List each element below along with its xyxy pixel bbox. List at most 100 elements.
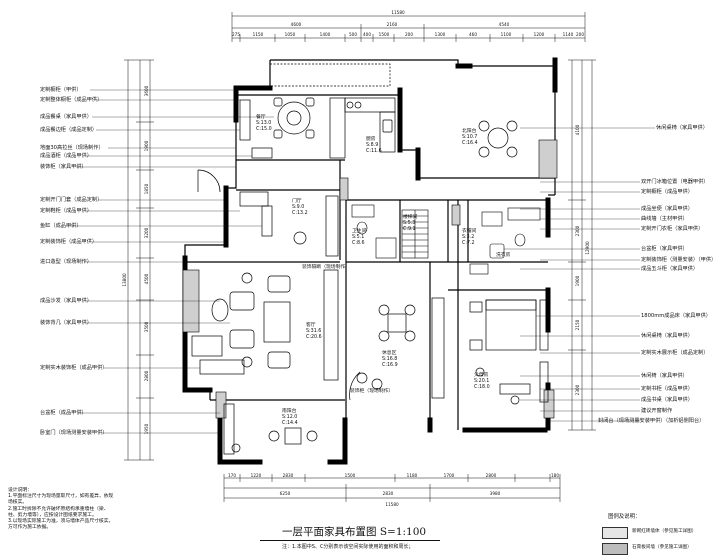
room-stair-perimeter: C:9.1	[403, 226, 416, 232]
right-leaders	[504, 127, 655, 422]
dim-bot-d4: 1500	[345, 473, 356, 478]
room-labels: 餐厅 S:13.0 C:15.0 厨房 S:8.9 C:11.6 北阳台 S:1…	[256, 113, 511, 426]
room-foyer-area: S:9.0	[292, 204, 304, 210]
dim-bot-d7: 2800	[486, 473, 497, 478]
legend-item-1: 新砌红砖墙体（参见施工详图）	[602, 526, 716, 539]
interior-walls	[184, 59, 556, 430]
room-leisure-area: S:16.8	[382, 356, 397, 362]
left-label-5: 地面30高拉丝（现场制作）	[40, 145, 104, 151]
right-label-10: 1800mm成品床（家具甲供）	[641, 313, 711, 319]
notes-item-1: 1.平面标注尺寸为现场量取尺寸，如有差异，依现场核实。	[8, 494, 114, 506]
room-north-balcony-perimeter: C:16.4	[462, 140, 478, 146]
legend-text-2: 石膏板间墙（参见施工详图）	[632, 545, 692, 550]
right-label-9: 成品五斗柜（家具甲供）	[641, 266, 699, 272]
south-balcony-furniture	[223, 403, 318, 455]
right-label-3: 定制橱柜（成品甲供）	[641, 189, 693, 195]
left-label-9: 定制鞋柜（成品甲供）	[40, 208, 92, 214]
dim-top-d11: 1100	[501, 32, 512, 37]
room-leisure-perimeter: C:16.9	[382, 362, 398, 368]
dim-left-total: 13800	[122, 273, 127, 287]
right-label-5: 曲线墙（主材甲供）	[641, 216, 688, 222]
dim-right-4: 2150	[575, 319, 580, 330]
left-label-16: 台盆柜（成品甲供）	[40, 410, 87, 416]
dim-top-d8: 200	[405, 32, 413, 37]
stairs	[401, 209, 429, 259]
dim-top-d9: 1300	[435, 32, 446, 37]
room-north-balcony-name: 北阳台	[462, 127, 477, 134]
room-kitchen-perimeter: C:11.6	[366, 148, 382, 154]
legend-swatch-2	[602, 543, 628, 555]
dim-bot-3: 3980	[490, 491, 501, 496]
title-underline	[260, 540, 440, 541]
right-dimension-lines	[568, 59, 596, 431]
dim-top-d14: 200	[576, 32, 584, 37]
room-leisure-name: 休息区	[382, 349, 397, 356]
dim-left-1: 3600	[144, 85, 149, 96]
left-label-8: 定制开门门套（成品定制）	[40, 197, 103, 203]
room-foyer-perimeter: C:13.2	[292, 210, 308, 216]
bottom-dimension-lines	[223, 474, 561, 502]
design-notes: 设计说明： 1.平面标注尺寸为现场量取尺寸，如有差异，依现场核实。 2.施工时拆…	[8, 488, 118, 531]
room-kitchen-area: S:8.9	[366, 142, 378, 148]
room-stair-name: 楼梯间	[403, 213, 418, 220]
left-label-13: 成品沙发（家具甲供）	[40, 298, 92, 304]
right-label-13: 休闲椅（家具甲供）	[641, 373, 688, 379]
right-label-11: 休闲桌椅（家具甲供）	[641, 333, 693, 339]
legend: 图例及说明： 新砌红砖墙体（参见施工详图） 石膏板间墙（参见施工详图）	[600, 512, 718, 556]
dim-top-d12: 1200	[534, 32, 545, 37]
room-dining-name: 餐厅	[256, 113, 266, 120]
room-living-area: S:31.6	[306, 328, 321, 334]
room-bath-name: 卫生间	[352, 227, 367, 234]
left-dimension-lines	[124, 59, 154, 461]
room-north-balcony-area: S:10.7	[462, 134, 477, 140]
right-label-4: 成品坐便（家具甲供）	[641, 206, 693, 212]
dim-left-4: 3200	[144, 227, 149, 238]
room-laundry-name: 洗衣房	[496, 251, 511, 258]
left-label-6: 成品酒柜（成品甲供）	[40, 153, 92, 159]
left-label-17: 卧室门（现场测量安装甲供）	[40, 430, 108, 436]
dim-right-total: 12900	[585, 241, 590, 255]
bathroom-fixtures	[351, 204, 541, 275]
left-leaders	[66, 89, 274, 434]
dim-bot-d3: 2830	[283, 473, 294, 478]
dim-bot-d6: 1700	[444, 473, 455, 478]
room-south-balcony-area: S:12.0	[282, 414, 297, 420]
room-bath-perimeter: C:8.6	[352, 240, 365, 246]
right-label-14: 定制书柜（成品甲供）	[641, 386, 693, 392]
drawing-title: 一层平面家具布置图 S=1:100	[282, 526, 427, 538]
left-label-10: 鱼缸（成品甲供）	[40, 223, 82, 229]
dim-right-5: 2300	[575, 384, 580, 395]
room-south-balcony-name: 南阳台	[282, 407, 297, 414]
dim-right-1: 4100	[575, 124, 580, 135]
dim-right-3: 1900	[575, 275, 580, 286]
left-label-1: 定制橱柜（甲供）	[40, 87, 82, 93]
right-label-12: 定制实木展示柜（成品定制）	[641, 350, 709, 356]
dim-top-1: 4600	[291, 22, 302, 27]
exterior-walls	[182, 57, 558, 465]
inline-note-partition: 装饰隔断（现场制作）	[302, 263, 350, 270]
left-label-4: 成品餐边柜（成品定制）	[40, 127, 98, 133]
kitchen-furniture	[269, 63, 396, 159]
dim-top-d2: 1150	[253, 32, 264, 37]
left-label-2: 定制整体橱柜（成品甲供）	[40, 97, 103, 103]
right-dimension-text: 4100 2300 1900 2150 2300 12900	[575, 124, 590, 395]
dining-table	[239, 97, 315, 159]
right-label-7: 台盆柜（家具甲供）	[641, 246, 688, 252]
dim-bot-d5: 1180	[407, 473, 418, 478]
left-label-15: 定制实木装饰柜（成品甲供）	[40, 365, 108, 371]
living-room-furniture	[191, 269, 339, 381]
dim-left-5: 4500	[144, 273, 149, 284]
dim-top-d5: 500	[349, 32, 357, 37]
north-balcony-table	[478, 120, 518, 158]
dim-top-d10: 460	[469, 32, 477, 37]
room-living-perimeter: C:20.6	[306, 334, 322, 340]
left-dimension-text: 3600 1900 1850 3200 4500 3500 2800 1950 …	[122, 85, 149, 434]
right-label-17: 封闭台（现场测量安装甲供）（加析铝侧阳台）	[598, 418, 705, 424]
room-foyer-name: 门厅	[292, 197, 302, 204]
left-label-14: 装饰背几（家具甲供）	[40, 320, 92, 326]
room-south-balcony-perimeter: C:14.4	[282, 420, 298, 426]
dim-top-3: 4540	[499, 22, 510, 27]
room-parents-name: 父母房	[474, 371, 489, 378]
dim-top-2: 2160	[387, 22, 398, 27]
